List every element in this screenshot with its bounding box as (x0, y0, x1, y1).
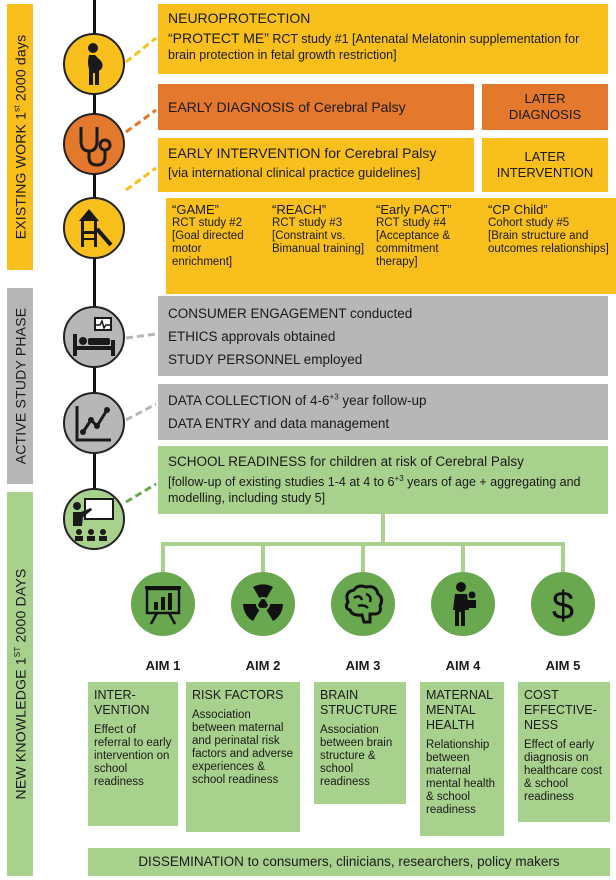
school-readiness-box: SCHOOL READINESS for children at risk of… (158, 446, 608, 514)
early-intervention-box: EARLY INTERVENTION for Cerebral Palsy [v… (158, 138, 474, 192)
school-followup-text: [follow-up of existing studies 1-4 at 4 … (168, 475, 395, 489)
study-desc: [Brain structure and outcomes relationsh… (488, 230, 609, 255)
neuroprotection-box: NEUROPROTECTION “PROTECT ME” RCT study #… (158, 4, 608, 74)
aim-desc: Association between brain structure & sc… (320, 724, 393, 788)
aim-label: AIM 2 (245, 658, 281, 673)
aim-label: AIM 4 (445, 658, 481, 673)
data-collection-text: DATA COLLECTION of 4-6 (168, 393, 330, 408)
patient-bed-circle (63, 306, 125, 368)
pregnant-woman-icon (88, 43, 103, 85)
aim-2-icon-circle (231, 572, 295, 636)
aim-desc: Effect of early diagnosis on healthcare … (524, 739, 602, 803)
mother-child-icon (453, 582, 476, 626)
aim-5-icon-circle: $ (531, 572, 595, 636)
teacher-class-icon (73, 498, 114, 541)
ethics-text: ETHICS approvals obtained (168, 329, 336, 344)
protect-me-text: RCT study #1 [Antenatal Melatonin supple… (168, 32, 580, 62)
early-diagnosis-text: EARLY DIAGNOSIS of Cerebral Palsy (168, 99, 406, 115)
later-intervention-text: LATER INTERVENTION (496, 149, 594, 180)
data-collection-box: DATA COLLECTION of 4-6+3 year follow-up … (158, 384, 608, 440)
data-collection-sup: +3 (329, 392, 339, 402)
aim-1-icon-circle (131, 572, 195, 636)
consumer-engagement-text: CONSUMER ENGAGEMENT conducted (168, 306, 413, 321)
aim-card: INTER- VENTION Effect of referral to ear… (88, 682, 178, 826)
aim-desc: Association between maternal and perinat… (192, 709, 294, 786)
pregnant-woman-circle (63, 33, 125, 95)
brain-icon (344, 584, 384, 624)
study-type: RCT study #2 (172, 217, 243, 229)
study-type: RCT study #3 (272, 217, 343, 229)
aim-heading: INTER- VENTION (94, 688, 150, 717)
aim-card: COST EFFECTIVE- NESS Effect of early dia… (518, 682, 610, 822)
later-intervention-box: LATER INTERVENTION (482, 138, 608, 192)
study-title: “GAME” (172, 202, 219, 217)
school-followup-tail: years of age + aggregating and modelling… (168, 475, 581, 505)
sidebar-active-study (7, 288, 33, 484)
later-diagnosis-box: LATER DIAGNOSIS (482, 84, 608, 130)
aim-desc: Effect of referral to early intervention… (94, 724, 172, 788)
aim-label: AIM 5 (545, 658, 581, 673)
aim-3-icon-circle (331, 572, 395, 636)
study-setup-box: CONSUMER ENGAGEMENT conducted ETHICS app… (158, 296, 608, 376)
data-entry-text: DATA ENTRY and data management (168, 416, 390, 431)
radiation-icon (243, 584, 283, 621)
study-card: “CP Child” Cohort study #5 [Brain struct… (482, 198, 616, 294)
study-type: Cohort study #5 (488, 217, 570, 229)
study-card: “REACH” RCT study #3 [Constraint vs. Bim… (266, 198, 374, 294)
aim-heading: COST EFFECTIVE- NESS (524, 688, 597, 732)
dissemination-text: DISSEMINATION to consumers, clinicians, … (138, 854, 560, 869)
study-title: “Early PACT” (376, 202, 452, 217)
timeline-line (93, 0, 96, 548)
line-graph-icon (75, 406, 111, 442)
early-intervention-line1: EARLY INTERVENTION for Cerebral Palsy (168, 145, 437, 161)
aim-desc: Relationship between maternal mental hea… (426, 739, 496, 816)
dollar-icon: $ (552, 584, 574, 628)
study-desc: [Acceptance & commitment therapy] (376, 230, 451, 268)
sidebar-new-knowledge (7, 492, 33, 876)
aim-label: AIM 1 (145, 658, 181, 673)
aim-4-icon-circle (431, 572, 495, 636)
svg-text:$: $ (552, 584, 574, 628)
school-followup-sup: +3 (394, 473, 404, 483)
sidebar-existing-work (7, 4, 33, 270)
neuroprotection-title: NEUROPROTECTION (168, 10, 311, 26)
early-diagnosis-box: EARLY DIAGNOSIS of Cerebral Palsy (158, 84, 474, 130)
playground-icon (79, 209, 113, 247)
playground-circle (63, 197, 125, 259)
school-readiness-title: SCHOOL READINESS for children at risk of… (168, 454, 524, 469)
study-desc: [Constraint vs. Bimanual training] (272, 230, 365, 255)
aim-heading: MATERNAL MENTAL HEALTH (426, 688, 493, 732)
study-desc: [Goal directed motor enrichment] (172, 230, 244, 268)
stethoscope-circle (63, 113, 125, 175)
aims-tree-connector (161, 514, 565, 574)
dissemination-box: DISSEMINATION to consumers, clinicians, … (88, 848, 610, 876)
presentation-chart-icon (145, 586, 181, 625)
connectors (125, 36, 157, 504)
study-type: RCT study #4 (376, 217, 447, 229)
later-diagnosis-text: LATER DIAGNOSIS (508, 91, 582, 122)
study-title: “REACH” (272, 202, 327, 217)
teacher-class-circle (63, 488, 125, 550)
protect-me-title: “PROTECT ME” (168, 30, 269, 46)
aim-card: RISK FACTORS Association between materna… (186, 682, 300, 832)
data-collection-tail: year follow-up (338, 393, 427, 408)
personnel-text: STUDY PERSONNEL employed (168, 352, 363, 367)
aim-card: BRAIN STRUCTURE Association between brai… (314, 682, 406, 804)
study-card: “GAME” RCT study #2 [Goal directed motor… (166, 198, 270, 294)
stethoscope-icon (79, 127, 112, 167)
study-card: “Early PACT” RCT study #4 [Acceptance & … (370, 198, 486, 294)
aim-heading: RISK FACTORS (192, 688, 284, 702)
study-title: “CP Child” (488, 202, 548, 217)
aim-card: MATERNAL MENTAL HEALTH Relationship betw… (420, 682, 504, 836)
patient-bed-icon (73, 317, 115, 356)
early-intervention-line2: [via international clinical practice gui… (168, 165, 421, 180)
line-graph-circle (63, 392, 125, 454)
aim-label: AIM 3 (345, 658, 381, 673)
aim-heading: BRAIN STRUCTURE (320, 688, 398, 717)
